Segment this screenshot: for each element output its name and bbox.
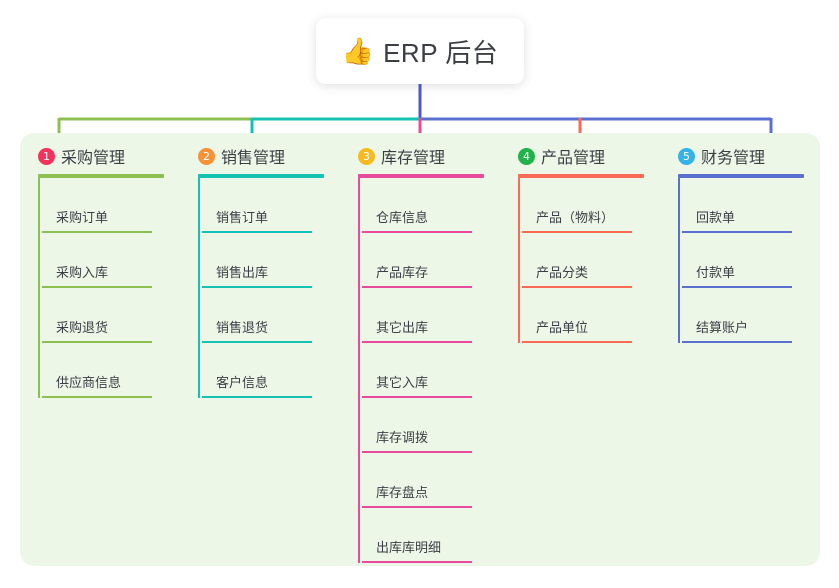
diagram-panel <box>20 133 820 566</box>
branch-item-label: 采购订单 <box>56 210 109 225</box>
branch-number-badge: 2 <box>198 147 215 165</box>
branch-item-label: 客户信息 <box>216 375 269 390</box>
root-node-card[interactable]: 👍 ERP 后台 <box>316 18 524 84</box>
branch-item-label: 其它入库 <box>376 375 429 390</box>
branch-item-label: 付款单 <box>696 265 736 280</box>
branch-item-underline <box>362 396 472 398</box>
branch-item[interactable]: 产品库存 <box>358 233 490 288</box>
branch-number-badge: 1 <box>38 147 55 165</box>
root-node-title: ERP 后台 <box>383 37 499 68</box>
branch-item-underline <box>682 286 792 288</box>
branch-item[interactable]: 库存调拨 <box>358 398 490 453</box>
branch-item[interactable]: 仓库信息 <box>358 178 490 233</box>
branch-item-label: 采购退货 <box>56 320 109 335</box>
branch-number-badge: 5 <box>678 147 695 165</box>
branch-item-underline <box>42 341 152 343</box>
branch-item-label: 产品单位 <box>536 320 589 335</box>
branch-header-rule <box>38 174 164 178</box>
branch-item-list-inventory: 仓库信息产品库存其它出库其它入库库存调拨库存盘点出库库明细 <box>358 178 490 563</box>
branch-header-finance[interactable]: 5 财务管理 <box>660 143 820 169</box>
branch-item-list-sales: 销售订单销售出库销售退货客户信息 <box>198 178 330 398</box>
branch-item[interactable]: 产品分类 <box>518 233 650 288</box>
branch-item-underline <box>362 231 472 233</box>
branch-item-label: 出库库明细 <box>376 540 442 555</box>
branch-header-sales[interactable]: 2 销售管理 <box>180 143 340 169</box>
branch-columns: 1 采购管理采购订单采购入库采购退货供应商信息 2 销售管理销售订单销售出库销售退货客… <box>20 133 820 566</box>
branch-item-label: 供应商信息 <box>56 375 122 390</box>
branch-item-list-finance: 回款单付款单结算账户 <box>678 178 810 343</box>
branch-item[interactable]: 客户信息 <box>198 343 330 398</box>
branch-item-label: 产品库存 <box>376 265 429 280</box>
branch-item[interactable]: 销售订单 <box>198 178 330 233</box>
branch-item-underline <box>42 396 152 398</box>
branch-item-underline <box>42 286 152 288</box>
branch-item-underline <box>682 231 792 233</box>
branch-item[interactable]: 采购退货 <box>38 288 170 343</box>
branch-item-label: 产品分类 <box>536 265 589 280</box>
branch-column-inventory: 3 库存管理仓库信息产品库存其它出库其它入库库存调拨库存盘点出库库明细 <box>340 133 500 566</box>
branch-item-label: 结算账户 <box>696 320 749 335</box>
branch-title: 采购管理 <box>61 150 126 167</box>
branch-title: 财务管理 <box>701 150 766 167</box>
branch-item-underline <box>42 231 152 233</box>
branch-header-rule <box>518 174 644 178</box>
branch-item-label: 销售退货 <box>216 320 269 335</box>
branch-item-label: 采购入库 <box>56 265 109 280</box>
branch-item[interactable]: 产品单位 <box>518 288 650 343</box>
branch-item-underline <box>682 341 792 343</box>
branch-header-purchase[interactable]: 1 采购管理 <box>20 143 180 169</box>
branch-number-badge: 4 <box>518 147 535 165</box>
branch-item-label: 其它出库 <box>376 320 429 335</box>
branch-item[interactable]: 供应商信息 <box>38 343 170 398</box>
branch-item-underline <box>362 506 472 508</box>
thumbs-up-icon: 👍 <box>341 36 375 66</box>
branch-item[interactable]: 销售出库 <box>198 233 330 288</box>
branch-item-underline <box>202 231 312 233</box>
branch-item-label: 销售订单 <box>216 210 269 225</box>
branch-column-product: 4 产品管理产品（物料） 产品分类产品单位 <box>500 133 660 566</box>
branch-header-inventory[interactable]: 3 库存管理 <box>340 143 500 169</box>
branch-item[interactable]: 库存盘点 <box>358 453 490 508</box>
branch-item-list-product: 产品（物料） 产品分类产品单位 <box>518 178 650 343</box>
branch-item-underline <box>202 286 312 288</box>
branch-item[interactable]: 产品（物料） <box>518 178 650 233</box>
branch-item-underline <box>522 286 632 288</box>
branch-item[interactable]: 采购入库 <box>38 233 170 288</box>
branch-item[interactable]: 采购订单 <box>38 178 170 233</box>
branch-item-label: 库存盘点 <box>376 485 429 500</box>
branch-item-underline <box>362 341 472 343</box>
branch-column-sales: 2 销售管理销售订单销售出库销售退货客户信息 <box>180 133 340 566</box>
branch-item-list-purchase: 采购订单采购入库采购退货供应商信息 <box>38 178 170 398</box>
branch-item-label: 销售出库 <box>216 265 269 280</box>
branch-item-underline <box>202 341 312 343</box>
branch-header-product[interactable]: 4 产品管理 <box>500 143 660 169</box>
branch-title: 产品管理 <box>541 150 606 167</box>
branch-item[interactable]: 出库库明细 <box>358 508 490 563</box>
branch-item[interactable]: 回款单 <box>678 178 810 233</box>
branch-item-underline <box>362 451 472 453</box>
branch-header-rule <box>358 174 484 178</box>
branch-title: 库存管理 <box>381 150 446 167</box>
branch-column-finance: 5 财务管理回款单付款单结算账户 <box>660 133 820 566</box>
branch-column-purchase: 1 采购管理采购订单采购入库采购退货供应商信息 <box>20 133 180 566</box>
branch-item-label: 产品（物料） <box>536 210 615 225</box>
branch-number-badge: 3 <box>358 147 375 165</box>
branch-item-underline <box>522 341 632 343</box>
branch-item-label: 回款单 <box>696 210 736 225</box>
branch-item[interactable]: 销售退货 <box>198 288 330 343</box>
branch-header-rule <box>198 174 324 178</box>
branch-item-underline <box>362 286 472 288</box>
branch-item-label: 仓库信息 <box>376 210 429 225</box>
branch-header-rule <box>678 174 804 178</box>
branch-item-label: 库存调拨 <box>376 430 429 445</box>
branch-item-underline <box>202 396 312 398</box>
branch-item[interactable]: 其它入库 <box>358 343 490 398</box>
branch-item[interactable]: 付款单 <box>678 233 810 288</box>
branch-item-underline <box>362 561 472 563</box>
branch-item[interactable]: 结算账户 <box>678 288 810 343</box>
branch-item[interactable]: 其它出库 <box>358 288 490 343</box>
branch-item-underline <box>522 231 632 233</box>
branch-title: 销售管理 <box>221 150 286 167</box>
